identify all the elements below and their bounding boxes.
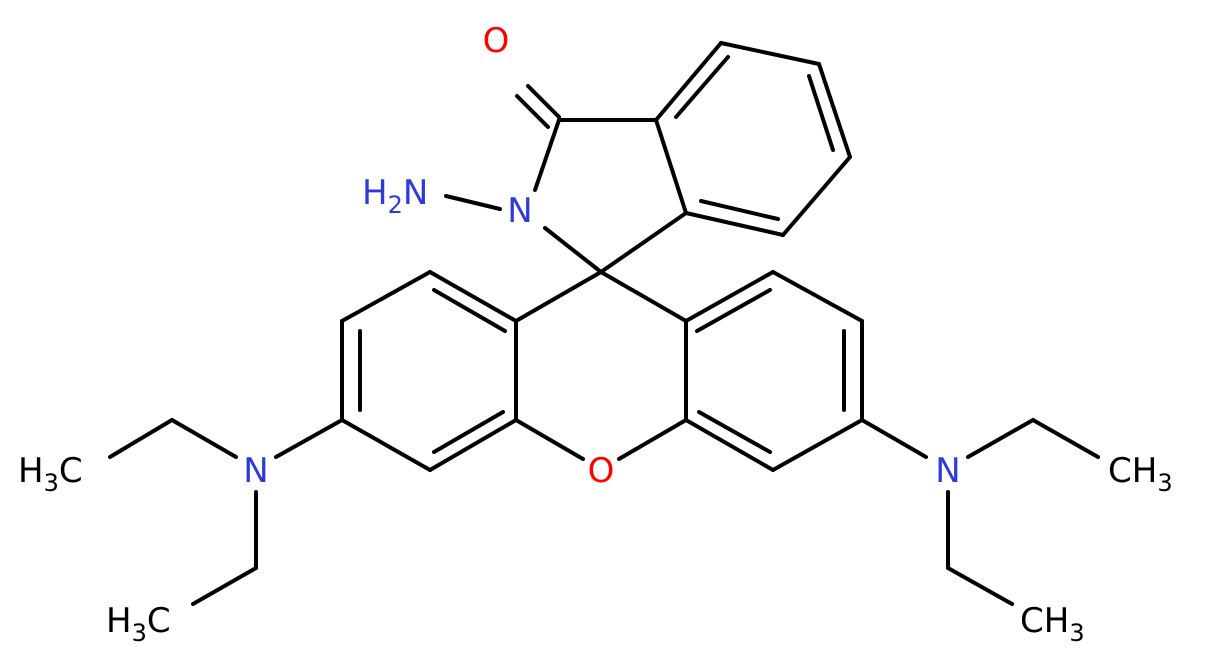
left-nitrogen-label: N (243, 451, 268, 491)
methyl-label-upper-right: CH3 (1108, 451, 1173, 497)
methyl-label-lower-right: CH3 (1020, 601, 1085, 647)
right-nitrogen-label: N (935, 451, 960, 491)
xanthene-oxygen-label: O (588, 451, 615, 491)
lactam-nitrogen-label: N (507, 191, 532, 231)
methyl-label-lower-left: H3C (106, 601, 171, 647)
methyl-label-upper-left: H3C (18, 451, 83, 497)
bond-lines (108, 41, 1100, 606)
atom-labels: O H2N N O N N H3C H3C CH3 CH3 (18, 21, 1173, 647)
amine-label: H2N (362, 173, 428, 219)
carbonyl-oxygen-label: O (483, 21, 510, 61)
